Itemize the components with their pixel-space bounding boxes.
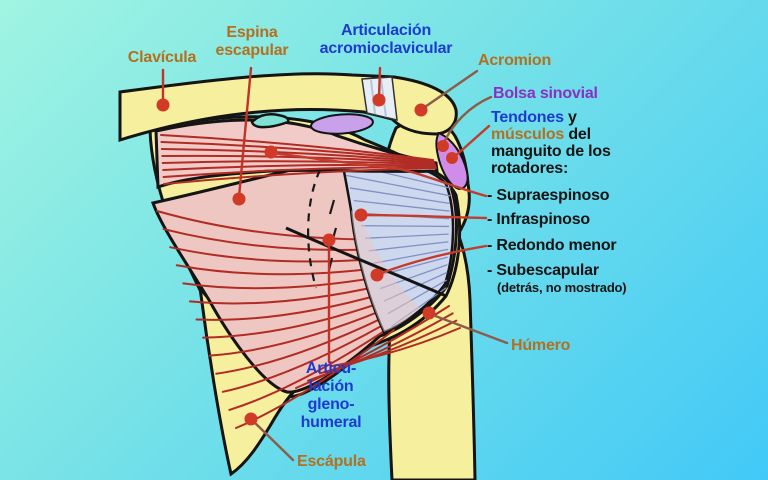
leader-tendones [451,124,491,160]
leader-supraespinoso [271,151,488,198]
label-acromion: Acromion [478,52,552,69]
fiber-line [228,321,399,411]
word-del: del [564,126,591,143]
fiber-line [368,241,449,252]
scapula-superior-bump [250,113,290,129]
fiber-line [353,199,450,212]
subacromial-bursa [310,113,374,135]
leader-humero [428,312,509,345]
marker-dots [156,93,458,426]
leader-espina [237,66,253,199]
fiber-line [160,141,435,163]
fiber-line [221,313,403,393]
fiber-line [160,134,434,161]
fiber-line [319,319,458,375]
word-y: y [563,109,577,126]
leader-infraspinoso [361,213,488,220]
label-espina-line2: escapular [215,42,289,59]
leader-lines [161,66,509,462]
fiber-line [346,174,451,197]
label-bolsa-sinovial: Bolsa sinovial [493,85,598,102]
muscle-boundary-line [285,226,447,298]
fiber-line [162,163,437,171]
list-item-redondo-menor: - Redondo menor [487,237,617,254]
heading-line-1: Tendones y [491,109,611,126]
label-espina-line1: Espina [226,24,278,41]
label-manguito-heading: Tendones y músculos del manguito de los … [491,109,611,177]
marker-dot-bolsa [437,140,449,152]
marker-dot-ac-joint [372,93,386,107]
marker-dot-escapula [244,412,258,426]
leader-ac-joint [377,66,382,100]
fiber-line [361,225,450,228]
label-ac-line2: acromioclavicular [319,40,453,57]
label-espina-escapular: Espina escapular [216,24,289,60]
label-gleno-line3: gleno- [307,396,355,413]
list-item-subescapular-note: (detrás, no mostrado) [497,280,627,295]
marker-dot-glenohumeral [322,233,336,247]
fiber-line [162,165,437,178]
label-escapula: Escápula [297,453,366,470]
list-item-infraspinoso: - Infraspinoso [487,211,590,228]
marker-dot-supraespinoso [264,145,278,159]
leader-acromion [420,69,479,111]
marker-dot-humero [422,306,436,320]
label-gleno-line4: humeral [300,414,362,431]
fiber-line [349,187,451,205]
fiber-line [307,312,454,382]
label-gleno-line1: Articu- [305,360,357,377]
marker-dot-acromion [414,103,428,117]
word-musculos: músculos [491,126,565,143]
list-item-subescapular: - Subescapular [487,262,599,279]
fiber-line [364,233,449,239]
fiber-line [161,160,436,166]
marker-dot-redondo [370,268,384,282]
heading-line-4: rotadores: [491,160,569,177]
heading-line-2: músculos del [491,126,611,143]
label-humero: Húmero [511,337,571,354]
fiber-line [160,148,435,164]
fiber-line [331,327,461,367]
label-glenohumeral: Articu- lación gleno- humeral [301,360,362,432]
list-item-supraespinoso: - Supraespinoso [487,187,610,204]
marker-dot-tendones [446,152,458,164]
label-gleno-line2: lación [308,378,354,395]
word-tendones: Tendones [491,109,564,126]
heading-line-3: manguito de los [491,143,611,160]
marker-dot-espina [232,192,246,206]
marker-dot-clavicula [156,98,170,112]
label-clavicula: Clavícula [127,49,197,66]
marker-dot-infraspinoso [354,208,368,222]
leader-escapula [250,418,295,462]
supraspinatus-fiber-lines [160,134,437,185]
leader-redondo [377,244,488,276]
label-ac-line1: Articulación [340,22,432,39]
leader-bolsa [442,95,493,145]
label-articulacion-acromioclavicular: Articulación acromioclavicular [320,22,453,58]
